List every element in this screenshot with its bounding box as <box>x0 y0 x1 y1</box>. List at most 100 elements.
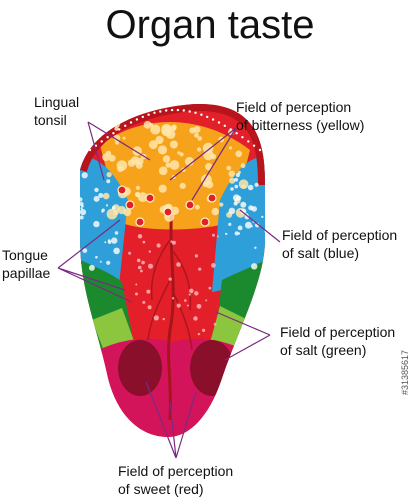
papilla-dot <box>114 126 119 131</box>
papilla-dot <box>168 277 172 281</box>
papilla-dot <box>171 297 175 300</box>
papilla-dot <box>219 202 224 207</box>
papilla-dot <box>211 118 215 121</box>
papilla-dot <box>117 165 124 172</box>
papilla-dot <box>211 207 219 216</box>
papilla-dot <box>153 315 159 321</box>
papilla-dot <box>229 177 236 184</box>
papilla-dot <box>163 207 173 217</box>
papilla-dot <box>228 207 236 215</box>
papilla-dot <box>80 209 87 216</box>
papilla-dot <box>135 217 145 227</box>
papilla-dot <box>124 124 127 128</box>
label-salt-blue: Field of perception of salt (blue) <box>282 227 398 261</box>
papilla-dot <box>205 299 208 302</box>
diagram-title: Organ taste <box>105 3 315 47</box>
papilla-dot <box>188 293 191 296</box>
papilla-dot <box>234 177 239 182</box>
papilla-dot <box>125 200 135 210</box>
papilla-dot <box>179 182 186 189</box>
papilla-dot <box>196 303 202 309</box>
papilla-dot <box>165 109 168 112</box>
papilla-dot <box>104 241 107 244</box>
label-tongue-papillae: Tongue papillae <box>2 247 51 281</box>
papilla-dot <box>228 222 232 226</box>
papilla-dot <box>101 208 105 212</box>
papilla-dot <box>155 135 164 145</box>
sweet-lobe-left <box>118 340 162 396</box>
papilla-dot <box>162 155 171 163</box>
papilla-dot <box>137 265 142 270</box>
papilla-dot <box>176 262 181 267</box>
label-salt-green: Field of perception of salt (green) <box>280 324 396 358</box>
papilla-dot <box>80 219 81 224</box>
papilla-dot <box>251 263 258 270</box>
papilla-dot <box>129 121 133 124</box>
papilla-dot <box>142 240 146 244</box>
papilla-dot <box>136 157 144 165</box>
papilla-dot <box>247 140 250 143</box>
papilla-dot <box>153 111 156 115</box>
papilla-dot <box>135 283 138 286</box>
papilla-dot <box>147 113 150 116</box>
papilla-dot <box>98 193 104 198</box>
papilla-dot <box>211 263 216 268</box>
papilla-dot <box>106 172 112 178</box>
papilla-dot <box>235 150 242 158</box>
papilla-dot <box>112 132 115 135</box>
papilla-dot <box>225 232 228 236</box>
papilla-dot <box>111 206 116 210</box>
papilla-dot <box>184 299 187 302</box>
papilla-dot <box>123 208 132 217</box>
papilla-dot <box>170 206 179 215</box>
papilla-dot <box>137 234 143 239</box>
papilla-dot <box>106 179 111 184</box>
papilla-dot <box>134 158 138 162</box>
papilla-dot <box>134 191 141 198</box>
papilla-dot <box>216 235 219 238</box>
papilla-dot <box>240 201 247 208</box>
papilla-dot <box>212 233 215 237</box>
papilla-dot <box>206 115 209 119</box>
papilla-dot <box>179 152 184 157</box>
papilla-dot <box>197 332 201 336</box>
stock-id-watermark: #31385617 <box>400 349 410 395</box>
papilla-dot <box>80 265 81 271</box>
papilla-dot <box>81 172 88 179</box>
papilla-dot <box>196 147 202 152</box>
papilla-dot <box>229 128 232 131</box>
tongue-regions <box>80 104 265 437</box>
papilla-dot <box>137 192 148 203</box>
tonsil-rim <box>80 104 265 186</box>
papilla-dot <box>82 248 88 254</box>
leader-lingual-tonsil <box>87 121 151 181</box>
papilla-dot <box>150 124 161 135</box>
papilla-dot <box>141 115 144 119</box>
papilla-dot <box>81 204 84 208</box>
papilla-dot <box>252 144 256 147</box>
papilla-dot <box>171 240 176 245</box>
papilla-dot <box>254 182 259 187</box>
papilla-dot <box>200 113 203 116</box>
papilla-dot <box>114 231 119 235</box>
papilla-dot <box>203 149 214 161</box>
papilla-dot <box>80 207 83 210</box>
papilla-dot <box>258 148 262 152</box>
papilla-dot <box>80 197 83 202</box>
papilla-dot <box>143 121 152 129</box>
papilla-dot <box>157 145 168 155</box>
papilla-dot <box>240 208 247 215</box>
papilla-dot <box>245 221 252 229</box>
papilla-dot <box>161 123 173 135</box>
papilla-dot <box>238 179 249 189</box>
papilla-dot <box>186 304 189 307</box>
papilla-dot <box>169 140 178 149</box>
leader-lines <box>57 121 281 459</box>
papilla-dot <box>107 239 111 243</box>
papilla-dot <box>189 127 196 134</box>
papilla-dot <box>113 247 120 255</box>
papilla-dot <box>194 132 199 138</box>
papilla-dot <box>165 162 171 168</box>
